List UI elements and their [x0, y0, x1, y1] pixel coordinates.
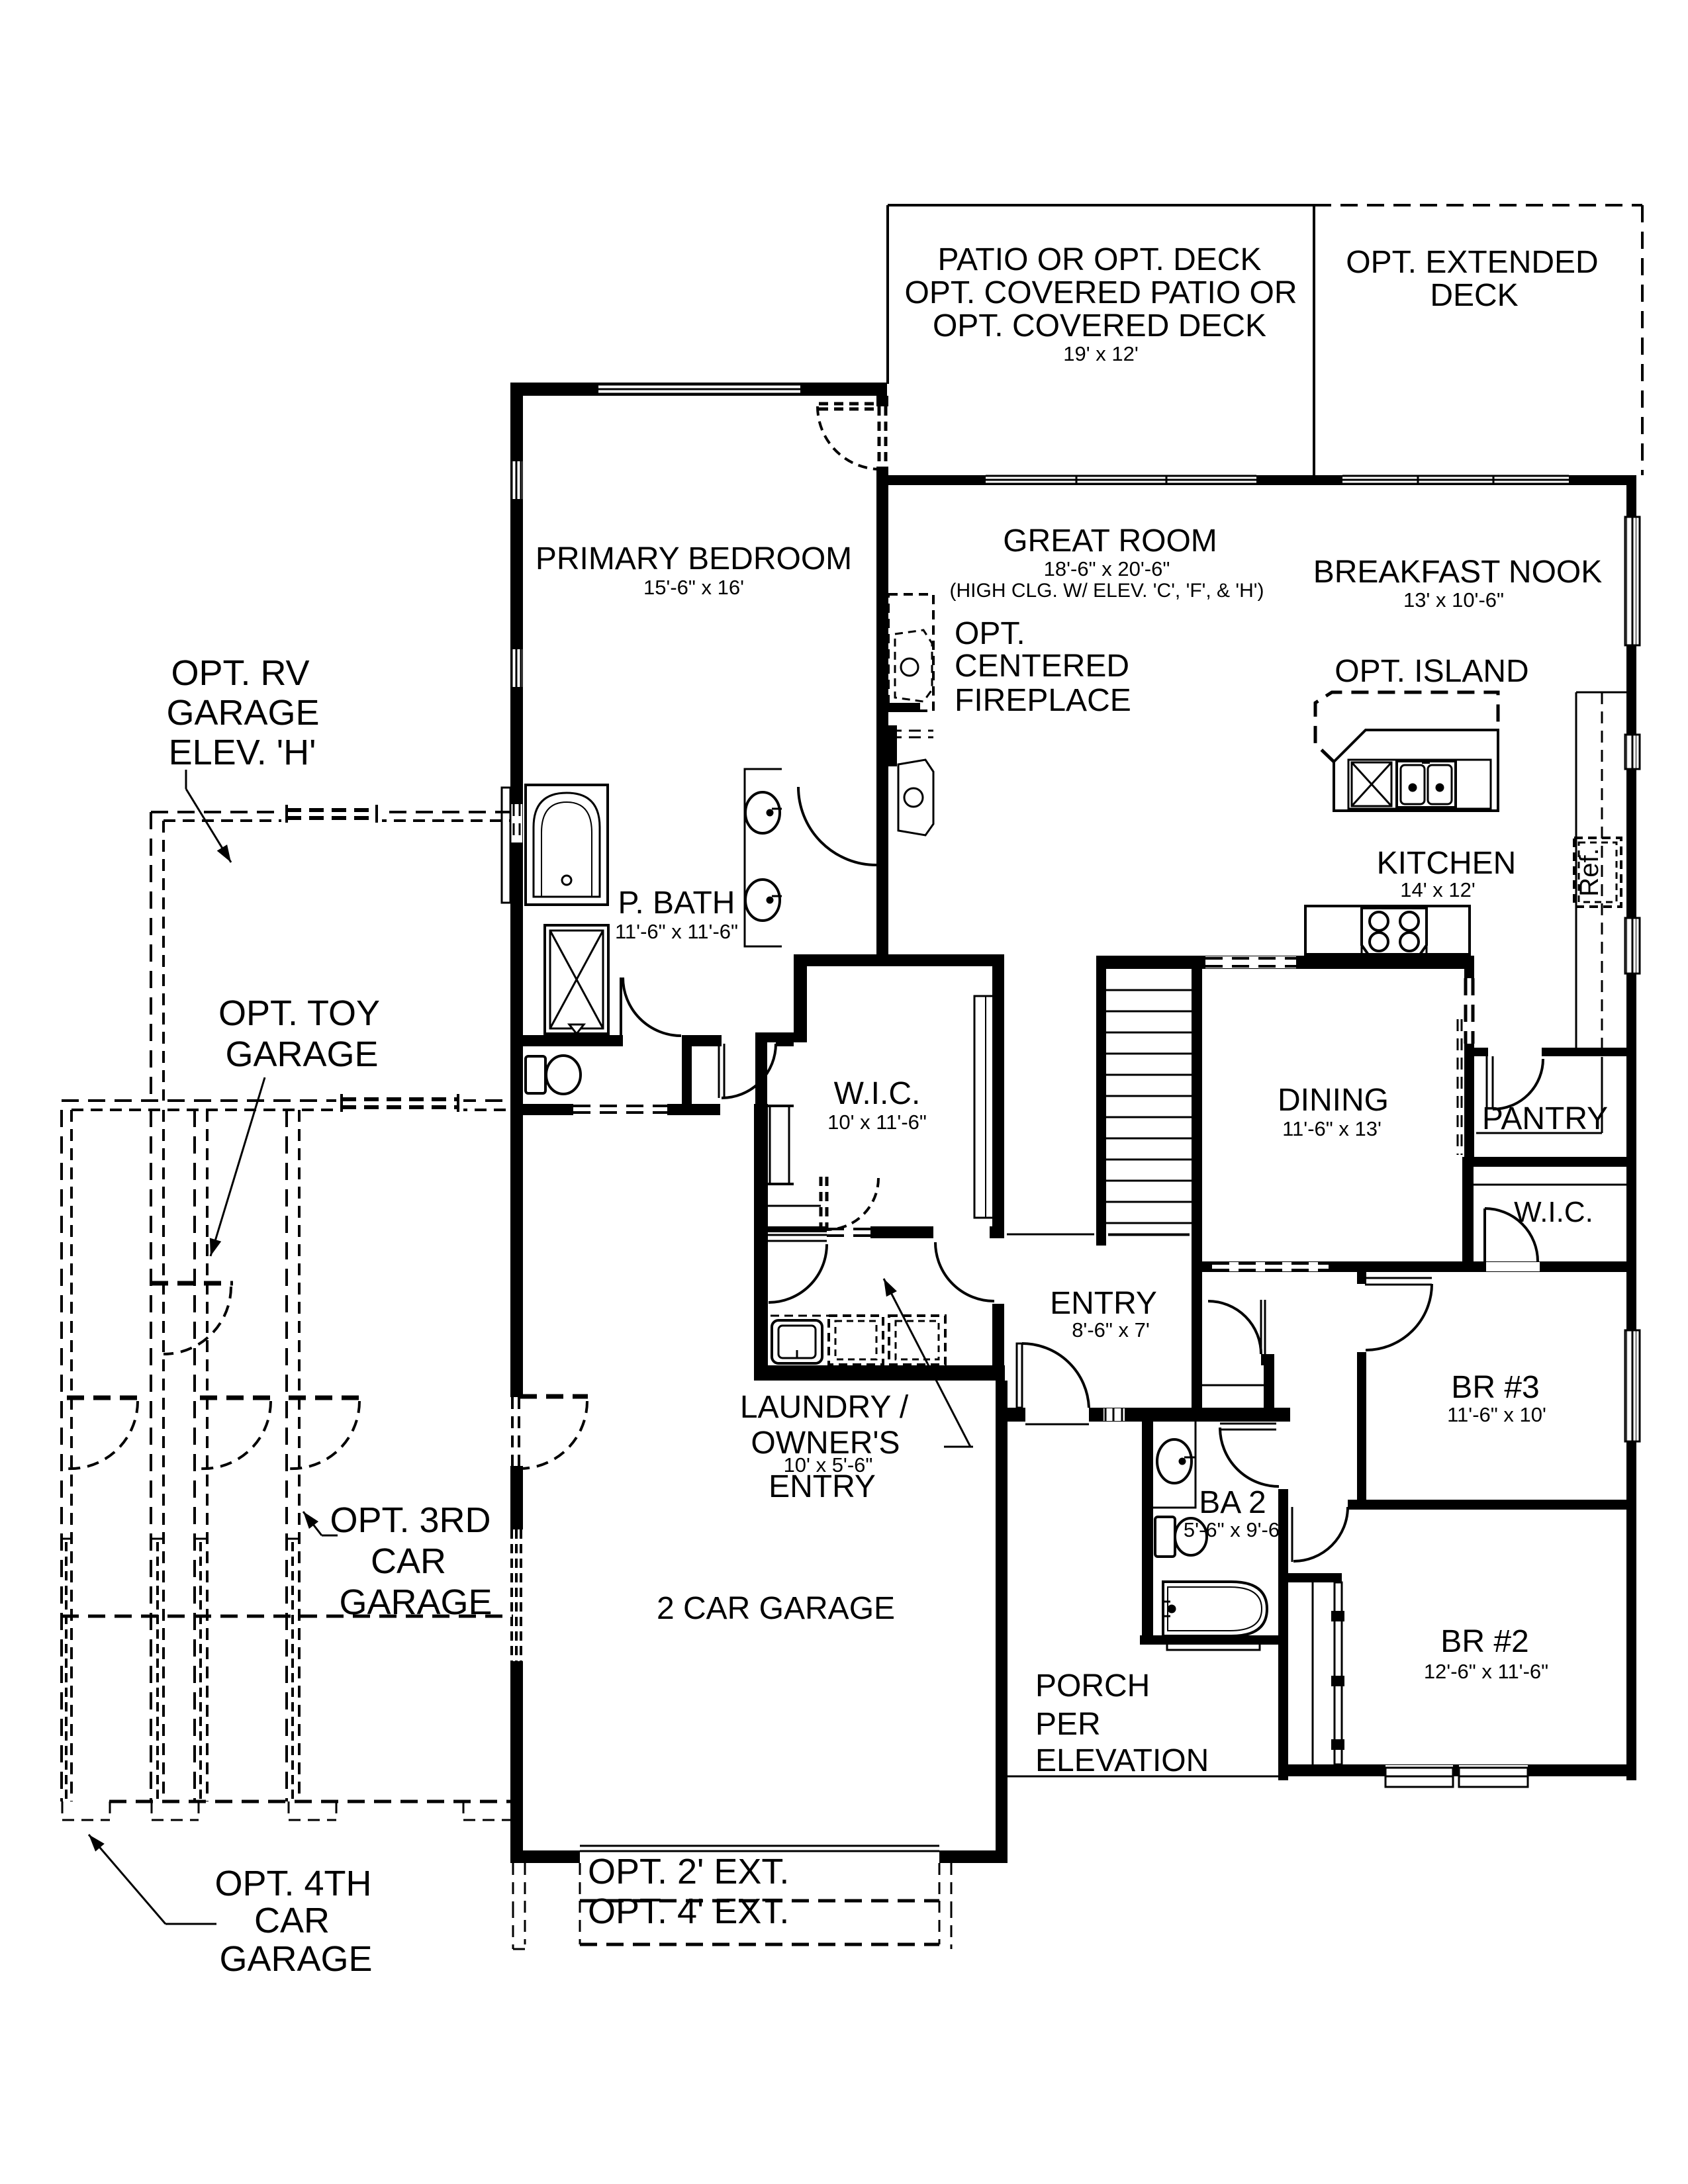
svg-text:OPT. TOY: OPT. TOY [218, 993, 380, 1033]
svg-text:18'-6" x 20'-6": 18'-6" x 20'-6" [1044, 557, 1170, 580]
svg-text:OPT. COVERED PATIO OR: OPT. COVERED PATIO OR [905, 275, 1297, 310]
svg-text:GARAGE: GARAGE [166, 693, 319, 733]
svg-text:FIREPLACE: FIREPLACE [955, 683, 1131, 718]
svg-text:OWNER'S: OWNER'S [751, 1426, 900, 1461]
svg-text:CAR: CAR [371, 1541, 446, 1581]
svg-text:CAR: CAR [254, 1901, 330, 1940]
svg-text:OPT. RV: OPT. RV [171, 653, 309, 693]
svg-text:KITCHEN: KITCHEN [1377, 846, 1517, 881]
svg-text:PER: PER [1035, 1707, 1101, 1742]
svg-text:OPT. 3RD: OPT. 3RD [330, 1500, 491, 1540]
svg-text:OPT. COVERED DECK: OPT. COVERED DECK [933, 308, 1266, 343]
svg-text:12'-6" x 11'-6": 12'-6" x 11'-6" [1424, 1660, 1548, 1683]
svg-text:ENTRY: ENTRY [769, 1469, 876, 1504]
svg-text:DECK: DECK [1430, 278, 1518, 313]
svg-text:OPT. 2' EXT.: OPT. 2' EXT. [588, 1852, 789, 1891]
svg-text:W.I.C.: W.I.C. [834, 1076, 921, 1111]
svg-text:PATIO OR OPT. DECK: PATIO OR OPT. DECK [938, 242, 1262, 277]
svg-text:13' x 10'-6": 13' x 10'-6" [1403, 588, 1504, 612]
svg-text:10' x 11'-6": 10' x 11'-6" [827, 1111, 927, 1134]
svg-text:15'-6" x 16': 15'-6" x 16' [643, 576, 744, 599]
svg-text:GARAGE: GARAGE [219, 1939, 372, 1979]
svg-text:BREAKFAST NOOK: BREAKFAST NOOK [1313, 555, 1603, 590]
svg-text:BR #2: BR #2 [1440, 1624, 1528, 1659]
svg-text:DINING: DINING [1278, 1083, 1389, 1118]
svg-text:LAUNDRY /: LAUNDRY / [740, 1390, 909, 1425]
svg-text:2 CAR GARAGE: 2 CAR GARAGE [657, 1591, 895, 1626]
svg-text:OPT.: OPT. [955, 616, 1025, 651]
svg-text:BR #3: BR #3 [1451, 1370, 1539, 1405]
svg-text:5'-6" x 9'-6": 5'-6" x 9'-6" [1184, 1518, 1287, 1541]
svg-text:OPT. 4' EXT.: OPT. 4' EXT. [588, 1891, 789, 1931]
svg-text:ELEVATION: ELEVATION [1035, 1743, 1209, 1778]
svg-text:Ref.: Ref. [1575, 848, 1604, 896]
svg-text:PRIMARY BEDROOM: PRIMARY BEDROOM [536, 541, 852, 576]
svg-text:11'-6" x 10': 11'-6" x 10' [1447, 1403, 1546, 1426]
svg-text:BA 2: BA 2 [1199, 1485, 1266, 1520]
svg-text:ENTRY: ENTRY [1050, 1286, 1157, 1321]
svg-text:14' x 12': 14' x 12' [1400, 878, 1476, 901]
svg-text:GARAGE: GARAGE [339, 1582, 492, 1622]
svg-text:11'-6" x 11'-6": 11'-6" x 11'-6" [615, 920, 738, 943]
svg-text:PORCH: PORCH [1035, 1668, 1150, 1704]
svg-text:8'-6" x 7': 8'-6" x 7' [1072, 1318, 1150, 1342]
svg-text:11'-6" x 13': 11'-6" x 13' [1282, 1117, 1382, 1140]
svg-text:OPT. 4TH: OPT. 4TH [214, 1864, 371, 1903]
svg-text:ELEV. 'H': ELEV. 'H' [169, 733, 316, 772]
svg-text:PANTRY: PANTRY [1482, 1101, 1608, 1136]
svg-text:OPT. ISLAND: OPT. ISLAND [1335, 654, 1528, 689]
svg-text:CENTERED: CENTERED [955, 649, 1129, 684]
svg-text:(HIGH CLG. W/ ELEV. 'C', 'F',: (HIGH CLG. W/ ELEV. 'C', 'F', & 'H') [950, 580, 1264, 602]
svg-text:GARAGE: GARAGE [225, 1034, 378, 1074]
svg-text:10' x 5'-6": 10' x 5'-6" [784, 1453, 873, 1477]
svg-text:GREAT ROOM: GREAT ROOM [1003, 523, 1217, 559]
svg-text:OPT. EXTENDED: OPT. EXTENDED [1346, 245, 1598, 280]
svg-text:W.I.C.: W.I.C. [1514, 1196, 1593, 1228]
svg-text:19' x 12': 19' x 12' [1063, 342, 1139, 365]
svg-text:P. BATH: P. BATH [618, 886, 735, 921]
